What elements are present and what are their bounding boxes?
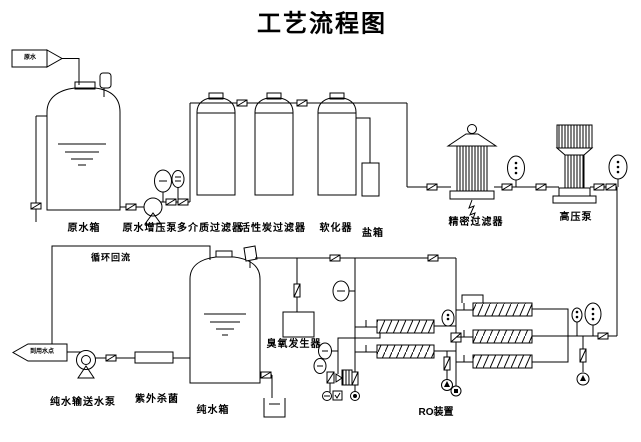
circulation-return-line — [51, 245, 211, 345]
label-precision-filter: 精密过滤器 — [448, 217, 504, 228]
pure-water-pump-shape — [76, 350, 135, 379]
ro-left-bank — [313, 258, 456, 374]
booster-pump-shape — [143, 169, 190, 225]
ro-middle-manifold — [441, 332, 462, 397]
label-ro-unit: RO装置 — [418, 407, 454, 418]
label-booster-pump: 原水增压泵 — [122, 223, 178, 234]
label-salt-tank: 盐箱 — [362, 228, 384, 239]
label-pure-water-pump: 纯水输送水泵 — [50, 397, 116, 408]
raw-water-inlet-device — [11, 49, 80, 85]
raw-water-tank-shape — [30, 72, 144, 222]
uv-sterilizer-shape — [134, 351, 190, 364]
label-high-pressure-pump: 高压泵 — [559, 212, 593, 223]
softener-shape — [317, 92, 357, 196]
precision-filter-shape — [407, 124, 559, 223]
label-circulation-return: 循环回流 — [90, 252, 132, 263]
label-raw-water-tank: 原水箱 — [67, 223, 101, 234]
carbon-filter-shape — [254, 92, 294, 196]
label-multimedia-filter: 多介质过滤器 — [177, 223, 243, 234]
ro-right-bank — [456, 294, 617, 386]
ro-cleaning-pump-cluster — [322, 369, 360, 401]
diagram-title: 工艺流程图 — [257, 8, 387, 38]
label-carbon-filter: 活性炭过滤器 — [240, 223, 306, 234]
label-pure-water-tank: 纯水箱 — [196, 405, 230, 416]
salt-tank-shape — [356, 117, 380, 197]
label-softener: 软化器 — [319, 223, 353, 234]
label-ozone-generator: 臭氧发生器 — [266, 339, 322, 350]
high-pressure-pump-shape — [552, 124, 628, 336]
label-uv-sterilizer: 紫外杀菌 — [135, 394, 179, 405]
label-raw-water-inlet: 原水 — [23, 55, 37, 61]
label-water-outlet: 到用水点 — [29, 349, 55, 355]
top-header-pipe — [189, 99, 408, 202]
pure-water-tank-shape — [189, 245, 286, 418]
ozone-generator-shape — [282, 258, 355, 338]
multimedia-filter-shape — [196, 92, 236, 196]
